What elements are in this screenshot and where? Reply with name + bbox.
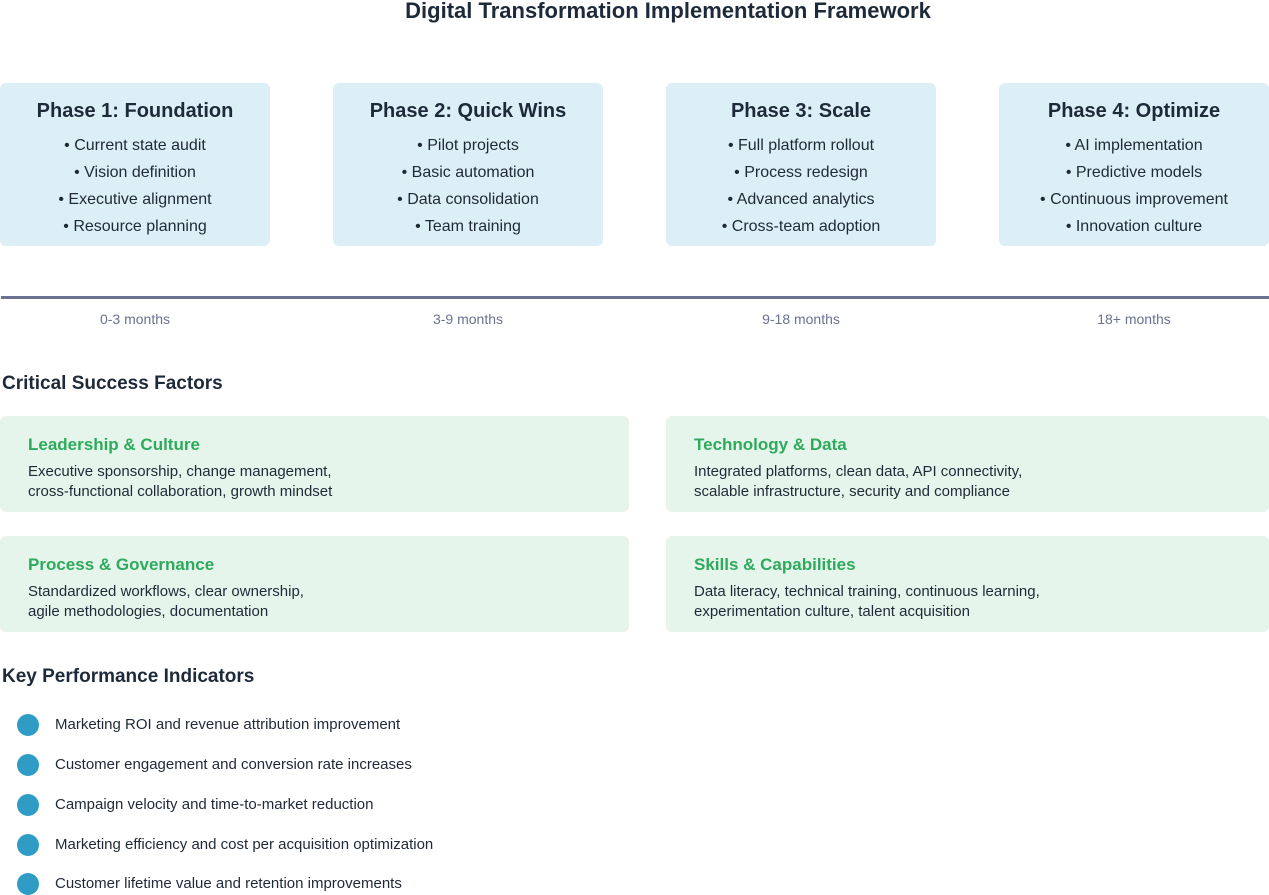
phase-title: Phase 4: Optimize [1047, 100, 1221, 122]
phase-duration-label: 9-18 months [762, 311, 840, 327]
success-factors-heading: Critical Success Factors [2, 373, 223, 394]
phase-item: • Process redesign [734, 164, 868, 181]
phase-item-list: • Full platform rollout • Process redesi… [666, 132, 936, 240]
bullet-dot-icon [17, 754, 39, 776]
phase-card-4: Phase 4: Optimize • AI implementation • … [999, 83, 1269, 246]
phase-item: • Current state audit [64, 137, 206, 154]
phase-item: • Team training [415, 218, 521, 235]
phase-item: • AI implementation [1065, 137, 1203, 154]
factor-title: Leadership & Culture [28, 435, 200, 454]
phase-item: • Cross-team adoption [721, 218, 881, 235]
bullet-dot-icon [17, 834, 39, 856]
phase-item: • Predictive models [1065, 164, 1203, 181]
phase-item-list: • Current state audit • Vision definitio… [0, 132, 270, 240]
phase-title: Phase 1: Foundation [36, 100, 234, 122]
factor-title: Process & Governance [28, 555, 215, 574]
phase-card-3: Phase 3: Scale • Full platform rollout •… [666, 83, 936, 246]
bullet-dot-icon [17, 794, 39, 816]
phase-item: • Full platform rollout [727, 137, 875, 154]
kpi-text: Customer lifetime value and retention im… [55, 875, 402, 892]
factor-card-leadership: Leadership & Culture Executive sponsorsh… [0, 416, 629, 512]
phase-duration-label: 18+ months [1097, 311, 1171, 327]
factor-description: Integrated platforms, clean data, API co… [694, 463, 1023, 500]
phase-item: • Basic automation [401, 164, 535, 181]
bullet-dot-icon [17, 873, 39, 895]
phase-duration-label: 0-3 months [99, 311, 171, 327]
phase-card-1: Phase 1: Foundation • Current state audi… [0, 83, 270, 246]
kpi-text: Marketing efficiency and cost per acquis… [55, 836, 434, 853]
factor-description: Executive sponsorship, change management… [28, 463, 333, 500]
factor-card-process: Process & Governance Standardized workfl… [0, 536, 629, 632]
phase-card-2: Phase 2: Quick Wins • Pilot projects • B… [333, 83, 603, 246]
factor-card-technology: Technology & Data Integrated platforms, … [666, 416, 1269, 512]
factor-title: Skills & Capabilities [694, 555, 856, 574]
phase-item: • Vision definition [74, 164, 196, 181]
factor-card-skills: Skills & Capabilities Data literacy, tec… [666, 536, 1269, 632]
phase-item: • Resource planning [63, 218, 207, 235]
phase-title: Phase 2: Quick Wins [369, 100, 567, 122]
kpi-text: Campaign velocity and time-to-market red… [55, 796, 374, 813]
phase-item-list: • AI implementation • Predictive models … [999, 132, 1269, 240]
phase-item: • Pilot projects [417, 137, 519, 154]
phase-title: Phase 3: Scale [730, 100, 872, 122]
phase-item: • Advanced analytics [727, 191, 875, 208]
phase-item: • Data consolidation [397, 191, 539, 208]
kpi-heading: Key Performance Indicators [2, 666, 255, 687]
kpi-text: Marketing ROI and revenue attribution im… [55, 716, 401, 733]
factor-title: Technology & Data [694, 435, 847, 454]
phase-item: • Innovation culture [1065, 218, 1203, 235]
phase-item-list: • Pilot projects • Basic automation • Da… [333, 132, 603, 240]
timeline-line [1, 296, 1269, 299]
page-title: Digital Transformation Implementation Fr… [405, 0, 931, 23]
phase-duration-label: 3-9 months [432, 311, 504, 327]
factor-description: Standardized workflows, clear ownership,… [28, 583, 304, 620]
kpi-text: Customer engagement and conversion rate … [55, 756, 412, 773]
bullet-dot-icon [17, 714, 39, 736]
phase-item: • Executive alignment [58, 191, 212, 208]
factor-description: Data literacy, technical training, conti… [694, 583, 1040, 620]
phase-item: • Continuous improvement [1040, 191, 1228, 208]
